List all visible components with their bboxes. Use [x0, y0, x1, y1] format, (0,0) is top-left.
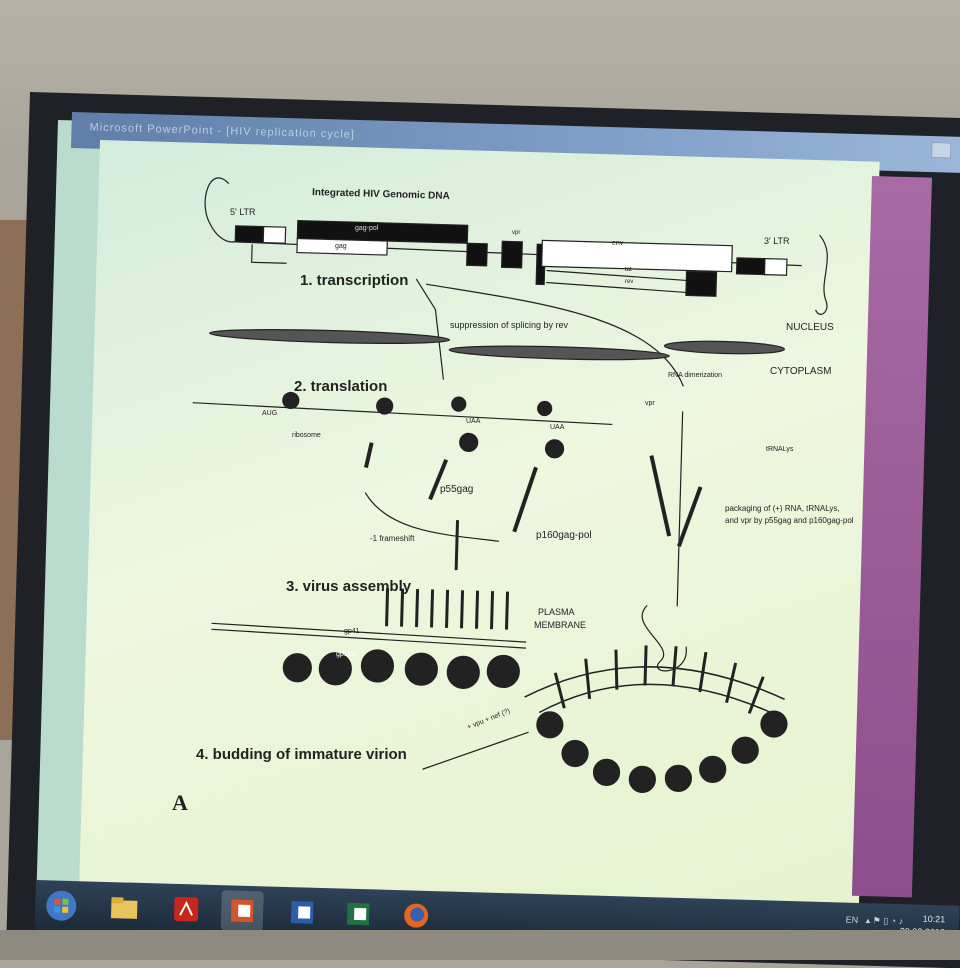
- gp120-label: gp120: [336, 651, 356, 658]
- rna-dimerization-label: RNA dimerization: [668, 372, 723, 379]
- splicing-note: suppression of splicing by rev: [450, 320, 569, 330]
- system-tray[interactable]: EN ▴ ⚑ ▯ ◔ ♪: [846, 915, 904, 928]
- step-assembly: 3. virus assembly: [286, 578, 412, 595]
- transcription-arrow: [251, 244, 287, 264]
- virion-membrane-arc: [524, 666, 785, 701]
- packaging-label: packaging of (+) RNA, tRNALys, and vpr b…: [725, 504, 854, 525]
- word-button[interactable]: [281, 892, 324, 933]
- ltr-right-label: 3' LTR: [764, 236, 790, 246]
- pdf-reader-button[interactable]: [165, 889, 208, 930]
- powerpoint-icon: [230, 899, 254, 923]
- mrna-line: [192, 402, 613, 426]
- gene-nef-box: [685, 270, 718, 297]
- folder-icon: [110, 897, 138, 919]
- ribosome-5: [459, 432, 479, 453]
- step-transcription: 1. transcription: [300, 272, 409, 289]
- step-translation: 2. translation: [294, 378, 388, 395]
- hiv-lifecycle-diagram: [192, 177, 828, 793]
- clock-time: 10:21: [922, 913, 946, 925]
- ribosome-3: [451, 396, 467, 412]
- rna-export-arrow: [426, 283, 684, 387]
- polypeptide-rna-1: [649, 455, 672, 537]
- dna-left-strand: [204, 177, 236, 243]
- gene-env-label: env: [612, 240, 624, 247]
- tat-arrow: [546, 269, 687, 282]
- file-explorer-button[interactable]: [103, 887, 146, 928]
- ltr-right-box: [735, 257, 766, 276]
- splicing-arrow: [415, 278, 445, 380]
- frameshift-arrow: [364, 492, 500, 542]
- budding-arrow: [422, 731, 529, 770]
- viral-rna-tangle: [641, 605, 687, 672]
- gene-tat-label: tat: [625, 267, 632, 273]
- nuclear-membrane-2: [448, 345, 670, 361]
- uaa2-label: UAA: [550, 424, 565, 431]
- language-indicator[interactable]: EN: [845, 914, 859, 925]
- powerpoint-button[interactable]: [220, 890, 264, 932]
- membrane-label: MEMBRANE: [534, 620, 587, 630]
- word-icon: [290, 901, 314, 924]
- cytoplasm-label: CYTOPLASM: [770, 366, 832, 377]
- virion-chains: [553, 645, 765, 714]
- assembly-chains: [385, 520, 510, 630]
- envelope-proteins: [282, 649, 520, 689]
- dna-right-strand: [814, 234, 828, 315]
- virion-membrane-arc-2: [538, 683, 775, 715]
- gp41-label: gp41: [344, 628, 360, 635]
- windows-logo-icon: [46, 890, 77, 921]
- firefox-button[interactable]: [395, 895, 438, 936]
- plasma-membrane-bottom: [211, 628, 527, 649]
- trna-label: tRNALys: [766, 446, 794, 453]
- gene-env-box: [541, 239, 733, 273]
- plasma-membrane-top: [211, 622, 527, 643]
- ltr-left-box-2: [262, 225, 287, 244]
- gene-gag-box: [296, 237, 388, 256]
- frameshift-label: -1 frameshift: [370, 534, 415, 543]
- polypeptide-1: [364, 442, 374, 469]
- rev-arrow: [546, 281, 687, 294]
- polypeptide-p55: [428, 459, 449, 501]
- excel-icon: [346, 902, 370, 926]
- nuclear-membrane-3: [663, 340, 786, 355]
- ribosome-2: [376, 397, 394, 415]
- floor-strip: [0, 930, 960, 960]
- ribosome-label: ribosome: [292, 432, 321, 439]
- ltr-left-label: 5' LTR: [230, 207, 256, 217]
- ribosome-6: [544, 439, 565, 459]
- aug-label: AUG: [262, 410, 278, 417]
- gene-gag-label: gag: [335, 243, 347, 250]
- step-budding: 4. budding of immature virion: [196, 746, 407, 763]
- ltr-right-box-2: [763, 257, 788, 276]
- gene-vpr-label: vpr: [512, 230, 521, 236]
- plasma-label: PLASMA: [538, 607, 575, 617]
- window-title: Microsoft PowerPoint - [HIV replication …: [89, 121, 356, 141]
- gene-vif-box: [466, 242, 488, 267]
- polypeptide-p160: [512, 466, 538, 533]
- panel-label: A: [172, 790, 188, 815]
- gene-gagpol-label: gag-pol: [355, 225, 379, 232]
- p160-label: p160gag-pol: [536, 530, 592, 541]
- gene-vpr-box: [500, 240, 523, 269]
- ribosome-4: [537, 400, 553, 417]
- p55-label: p55gag: [440, 484, 474, 495]
- firefox-icon: [404, 903, 429, 928]
- uaa1-label: UAA: [466, 418, 481, 425]
- virion-envelope-proteins: [536, 710, 788, 793]
- vpr-label: vpr: [645, 400, 655, 407]
- acrobat-icon: [173, 896, 199, 922]
- gene-rev-label: rev: [625, 279, 634, 285]
- ribosome-small: [282, 391, 300, 410]
- excel-button[interactable]: [337, 893, 380, 934]
- packaging-arrow: [676, 411, 684, 607]
- ltr-left-box: [234, 225, 265, 244]
- nucleus-label: NUCLEUS: [786, 322, 834, 333]
- window-control-button[interactable]: [931, 142, 952, 159]
- tray-icons[interactable]: ▴ ⚑ ▯ ◔ ♪: [860, 915, 904, 927]
- windows-taskbar: EN ▴ ⚑ ▯ ◔ ♪ 10:21 20.02.2018: [34, 880, 960, 956]
- nuclear-membrane-1: [209, 329, 451, 344]
- start-button[interactable]: [41, 885, 82, 926]
- polypeptide-rna-2: [677, 486, 703, 548]
